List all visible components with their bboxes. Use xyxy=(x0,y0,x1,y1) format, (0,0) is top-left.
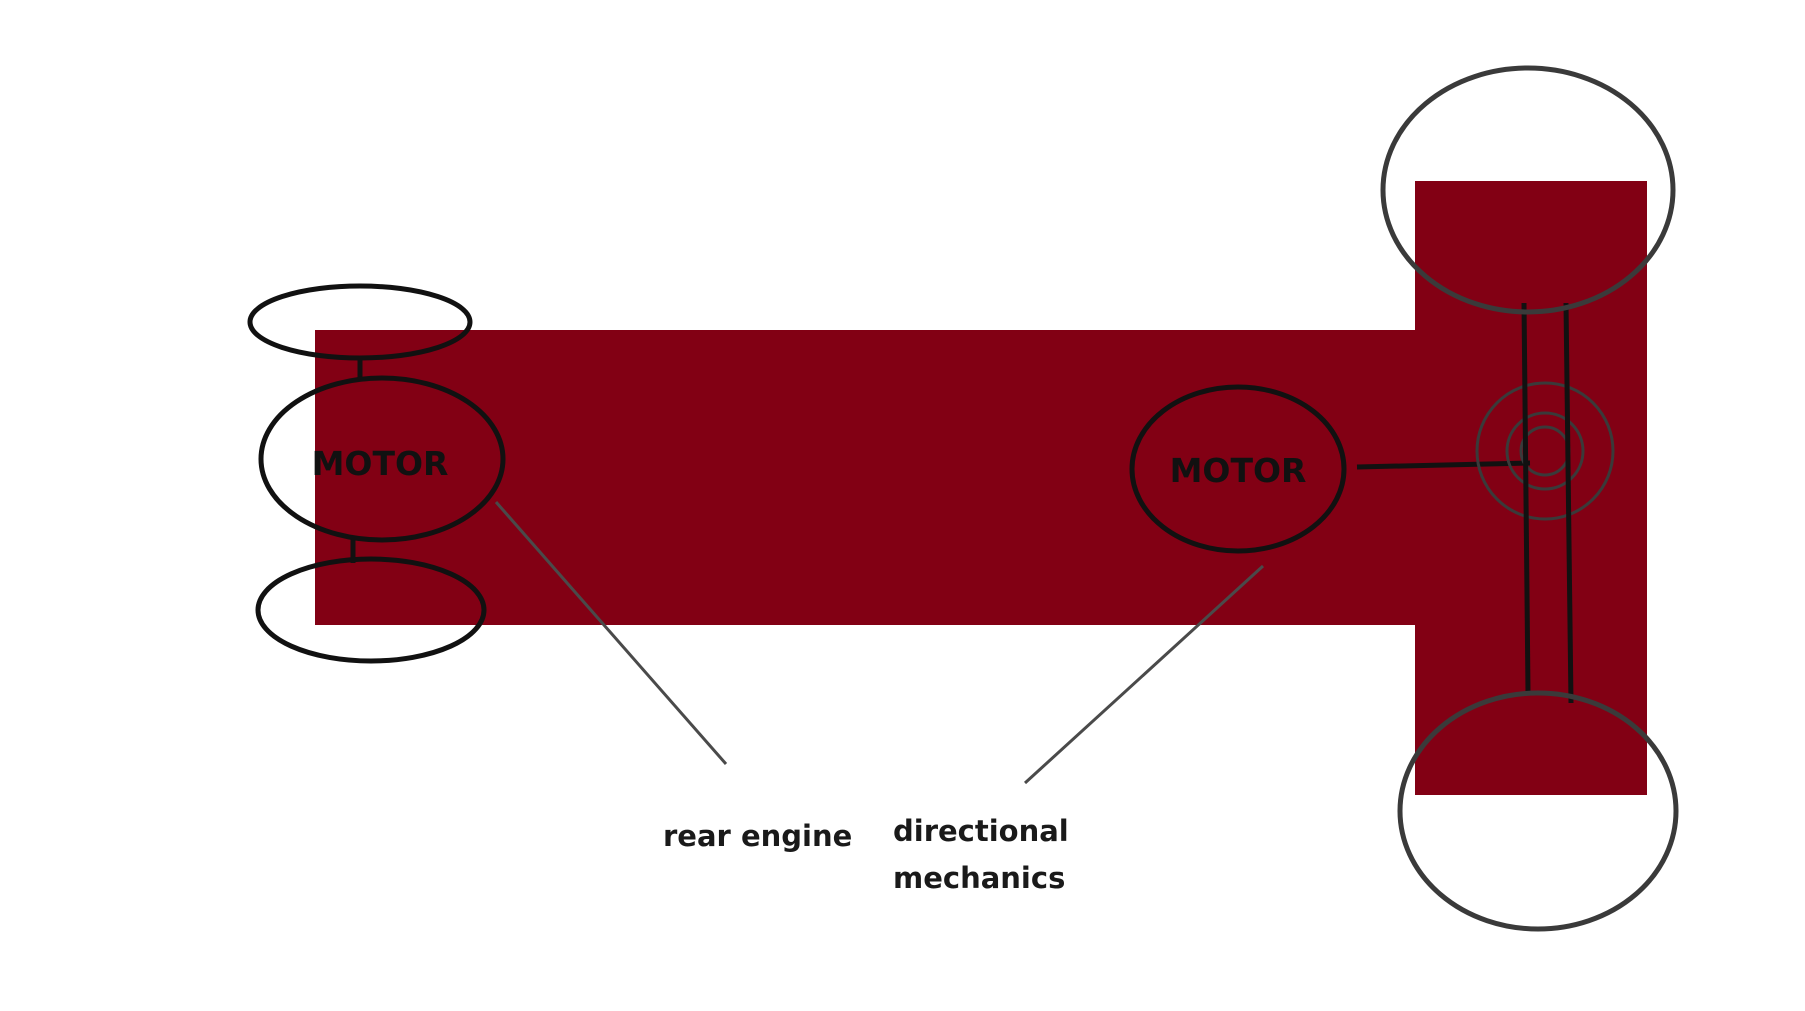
front-motor-circle xyxy=(1129,384,1347,554)
steering-drive-link xyxy=(1356,460,1531,470)
rear-motor-circle xyxy=(258,375,506,543)
rear-right-wheel xyxy=(255,556,487,664)
directional-mechanics-label-line2: mechanics xyxy=(893,861,1065,895)
rear-engine-leader-line xyxy=(494,501,728,765)
directional-mechanics-label-line1: directional xyxy=(893,814,1069,848)
front-axle-rail-left xyxy=(1521,302,1531,693)
steering-gear-middle xyxy=(1505,411,1585,491)
directional-mechanics-leader-line xyxy=(1023,564,1265,785)
front-top-wheel xyxy=(1380,65,1676,315)
steering-gear-outer xyxy=(1475,381,1615,521)
front-bottom-wheel xyxy=(1397,690,1679,932)
rear-engine-label: rear engine xyxy=(663,819,852,853)
rear-motor-label: MOTOR xyxy=(312,444,449,483)
front-axle-rail-right xyxy=(1563,302,1574,704)
front-motor-label: MOTOR xyxy=(1170,451,1307,490)
front-axle-plate xyxy=(1415,181,1647,795)
